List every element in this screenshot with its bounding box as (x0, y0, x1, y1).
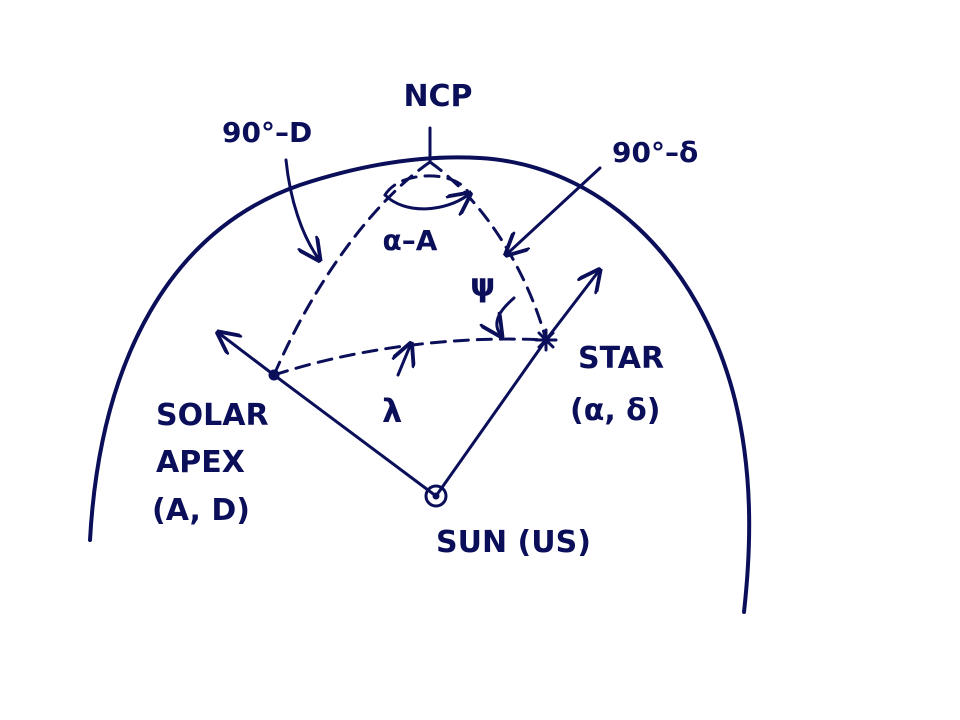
pointer-lambda (398, 346, 410, 377)
label-solar-apex-line1: SOLAR (156, 398, 269, 433)
arc-ncp-to-apex (272, 160, 432, 377)
apex-motion-arrow (220, 334, 276, 377)
label-star-name: STAR (578, 341, 664, 376)
angle-arc-top-dash (383, 174, 470, 197)
label-ncp: NCP (403, 79, 472, 114)
line-sun-to-star (434, 338, 548, 498)
label-90-minus-delta: 90°–δ (612, 136, 698, 169)
label-sun: SUN (US) (436, 525, 591, 560)
label-alpha-minus-a: α–A (383, 224, 438, 257)
pointer-90-minus-d (284, 158, 318, 258)
label-90-minus-d: 90°–D (222, 116, 312, 149)
angle-arc-psi (497, 296, 516, 334)
arc-ncp-to-star (428, 160, 548, 342)
label-psi: ψ (470, 266, 495, 304)
label-lambda: λ (382, 392, 402, 430)
label-solar-apex-line3: (A, D) (152, 493, 250, 528)
solar-apex-point (268, 369, 280, 381)
angle-arc-alpha-minus-a (383, 195, 468, 209)
label-solar-apex-line2: APEX (156, 445, 245, 480)
line-sun-to-apex (272, 373, 438, 498)
star-motion-arrow (544, 272, 598, 342)
pointer-90-minus-delta (508, 166, 602, 253)
star-point (534, 328, 558, 352)
label-star-coords: (α, δ) (570, 393, 660, 428)
sun-symbol (424, 484, 448, 508)
arc-apex-to-star (272, 337, 548, 377)
celestial-sphere-arc (88, 155, 752, 614)
